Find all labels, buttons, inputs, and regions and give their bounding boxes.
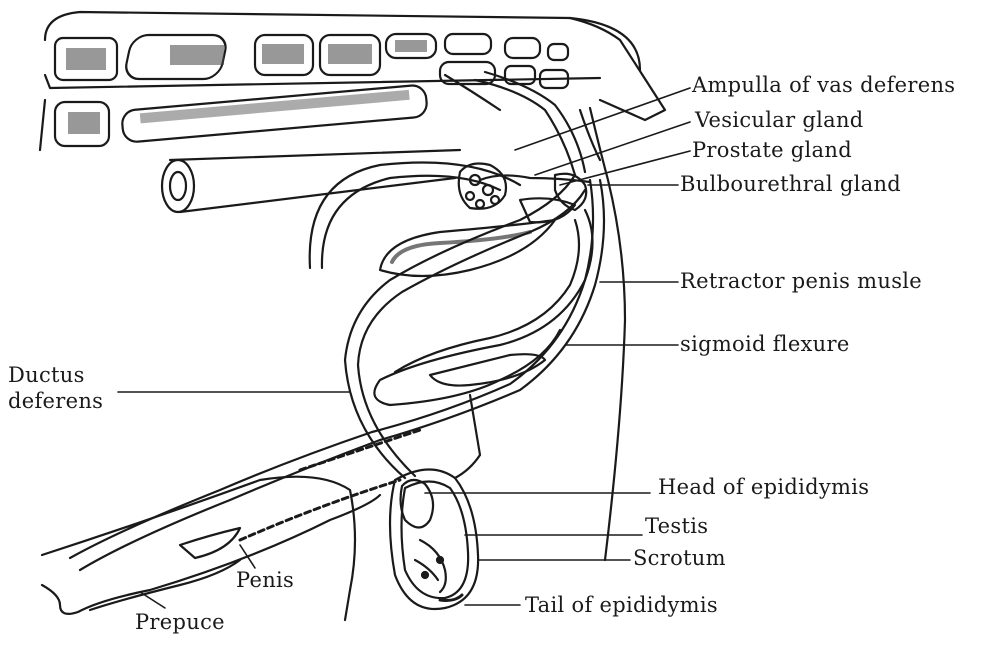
label-testis: Testis <box>645 516 708 537</box>
penis-shaft <box>70 180 604 570</box>
label-prepuce: Prepuce <box>135 612 225 633</box>
label-ampulla-of-vas-deferens: Ampulla of vas deferens <box>692 75 955 96</box>
scrotum-testis <box>390 395 480 609</box>
vertebral-column <box>40 12 640 150</box>
pelvis-outline <box>570 18 665 560</box>
label-sigmoid-flexure: sigmoid flexure <box>680 334 850 355</box>
label-ductus-deferens: Ductus deferens <box>8 362 103 415</box>
rectum <box>162 150 460 212</box>
label-tail-of-epididymis: Tail of epididymis <box>525 595 718 616</box>
vas-deferens <box>345 72 585 478</box>
label-retractor-penis-muscle: Retractor penis musle <box>680 271 922 292</box>
bladder <box>310 163 555 277</box>
label-ductus-line-2: deferens <box>8 388 103 414</box>
body-outline <box>42 477 380 620</box>
label-penis: Penis <box>236 570 294 591</box>
label-bulbourethral-gland: Bulbourethral gland <box>680 174 901 195</box>
label-head-of-epididymis: Head of epididymis <box>658 477 869 498</box>
label-vesicular-gland: Vesicular gland <box>695 110 864 131</box>
accessory-glands <box>459 164 590 223</box>
label-scrotum: Scrotum <box>633 548 726 569</box>
label-ductus-line-1: Ductus <box>8 362 103 388</box>
label-prostate-gland: Prostate gland <box>692 140 852 161</box>
